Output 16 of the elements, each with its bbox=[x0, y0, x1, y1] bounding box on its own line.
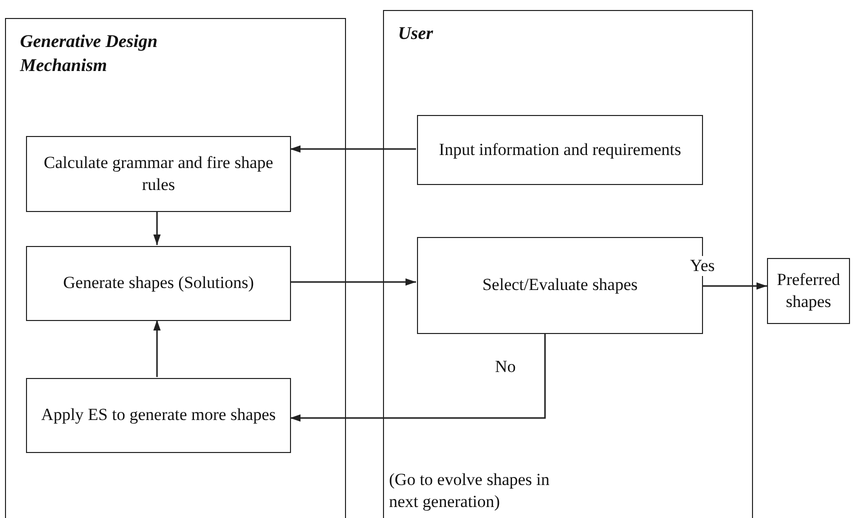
swimlane-panel bbox=[5, 18, 346, 518]
panel-title: User bbox=[398, 22, 434, 45]
edge-label: Yes bbox=[688, 256, 717, 276]
arrow bbox=[702, 282, 767, 290]
process-box: Apply ES to generate more shapes bbox=[26, 378, 291, 453]
arrow bbox=[290, 333, 546, 422]
arrow bbox=[153, 211, 161, 245]
arrow bbox=[290, 278, 416, 286]
arrow bbox=[153, 320, 161, 377]
process-box: Generate shapes (Solutions) bbox=[26, 246, 291, 321]
note-text: (Go to evolve shapes in next generation) bbox=[389, 469, 551, 514]
process-box: Preferred shapes bbox=[767, 258, 850, 324]
panel-title: Generative Design Mechanism bbox=[20, 30, 158, 78]
process-box: Input information and requirements bbox=[417, 115, 703, 185]
process-box: Calculate grammar and fire shape rules bbox=[26, 136, 291, 212]
arrow bbox=[290, 145, 416, 153]
